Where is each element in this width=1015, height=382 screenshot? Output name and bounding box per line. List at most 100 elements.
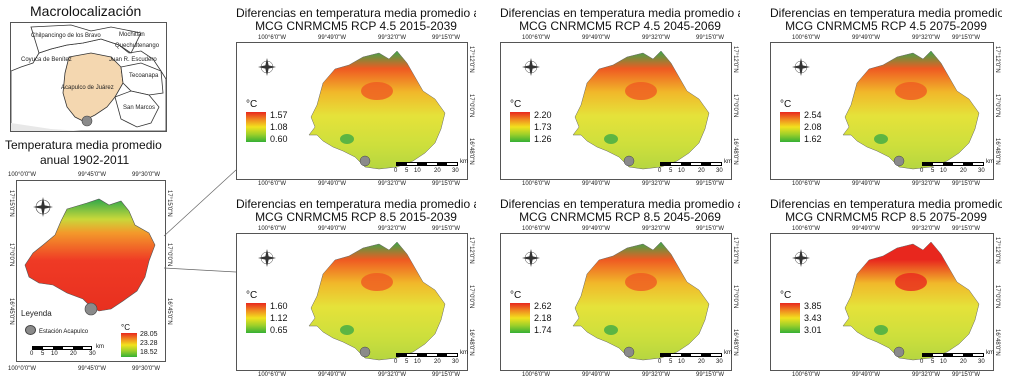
panel-title-1: Diferencias en temperatura media promedi… (770, 197, 1002, 211)
hist-scale-bar (32, 346, 92, 350)
scale-label: 5 (669, 359, 673, 365)
legend-value: 1.12 (270, 313, 288, 323)
hist-top-tick: 100°0'0"W (8, 172, 37, 178)
legend-value: 1.73 (534, 122, 552, 132)
scale-label: 20 (434, 359, 441, 365)
legend-value: 18.52 (140, 349, 158, 356)
scale-label: 20 (698, 168, 705, 174)
scale-label: 30 (452, 359, 459, 365)
legend-unit: °C (121, 323, 130, 332)
panel-map (500, 233, 732, 371)
scale-unit: km (986, 159, 994, 165)
panel-top-tick: 99°49'0"W (318, 226, 347, 232)
legend-value: 3.43 (804, 313, 822, 323)
panel-bottom-tick: 100°6'0"W (258, 181, 287, 187)
macro-label: Coyuca de Benítez (21, 57, 72, 63)
legend-ramp (121, 333, 137, 357)
projection-panel: Diferencias en temperatura media promedi… (770, 197, 1002, 382)
panel-right-tick: 17°12'0"N (994, 237, 1000, 264)
legend-ramp (780, 303, 800, 333)
panel-right-tick: 17°0'0"N (468, 285, 474, 309)
legend-ramp (246, 303, 266, 333)
scale-bar (922, 162, 984, 166)
panel-right-tick: 17°12'0"N (994, 46, 1000, 73)
panel-bottom-tick: 99°32'0"W (378, 181, 407, 187)
scale-label: 5 (669, 168, 673, 174)
legend-value: 0.60 (270, 134, 288, 144)
panel-bottom-tick: 100°6'0"W (522, 181, 551, 187)
panel-right-tick: 16°48'0"N (732, 138, 738, 165)
panel-bottom-tick: 99°15'0"W (432, 372, 461, 378)
panel-title-2: MCG CNRMCM5 RCP 8.5 2045-2069 (519, 210, 721, 224)
panel-title-2: MCG CNRMCM5 RCP 4.5 2015-2039 (255, 19, 457, 33)
panel-bottom-tick: 100°6'0"W (792, 372, 821, 378)
scale-bar (396, 162, 458, 166)
panel-bottom-tick: 100°6'0"W (258, 372, 287, 378)
scale-unit: km (724, 159, 732, 165)
historic-title-2: anual 1902-2011 (40, 153, 130, 167)
panel-map-svg (258, 50, 446, 170)
macro-map: Chilpancingo de los Bravo Mochitlán Quec… (10, 22, 167, 132)
scale-label: 0 (658, 168, 662, 174)
panel-bottom-tick: 99°32'0"W (642, 181, 671, 187)
projection-panel: Diferencias en temperatura media promedi… (770, 6, 1002, 191)
panel-map (236, 233, 468, 371)
scale-label: 0 (920, 359, 924, 365)
panel-title-2: MCG CNRMCM5 RCP 8.5 2015-2039 (255, 210, 457, 224)
historic-map-svg (24, 197, 156, 316)
panel-right-tick: 17°0'0"N (732, 94, 738, 118)
scale-label: 10 (678, 168, 685, 174)
panel-right-tick: 16°48'0"N (994, 329, 1000, 356)
panel-top-tick: 99°49'0"W (852, 226, 881, 232)
panel-bottom-tick: 99°15'0"W (696, 372, 725, 378)
panel-right-tick: 17°0'0"N (994, 285, 1000, 309)
historic-map: Leyenda Estación Acapulco °C 28.05 23.28… (16, 180, 166, 362)
scale-label: 5 (405, 359, 409, 365)
panel-title-1: Diferencias en temperatura media promedi… (500, 6, 740, 20)
macro-label: San Marcos (123, 105, 156, 111)
projection-panel: Diferencias en temperatura media promedi… (236, 197, 476, 382)
panel-bottom-tick: 99°32'0"W (912, 181, 941, 187)
scale-label: 30 (716, 359, 723, 365)
panel-top-tick: 99°32'0"W (642, 35, 671, 41)
hist-scale-label: 0 (30, 351, 34, 357)
panel-title-1: Diferencias en temperatura media promedi… (236, 6, 476, 20)
scale-label: 10 (940, 359, 947, 365)
hist-scale-label: 5 (41, 351, 45, 357)
panel-right-tick: 17°0'0"N (994, 94, 1000, 118)
legend-value: 1.08 (270, 122, 288, 132)
panel-bottom-tick: 99°49'0"W (582, 372, 611, 378)
panel-top-tick: 99°15'0"W (696, 226, 725, 232)
legend-value: 2.08 (804, 122, 822, 132)
legend-ramp (780, 112, 800, 142)
legend-title: Leyenda (21, 309, 52, 318)
legend-ramp (246, 112, 266, 142)
panel-bottom-tick: 99°49'0"W (582, 181, 611, 187)
panel-right-tick: 16°48'0"N (468, 329, 474, 356)
panel-top-tick: 99°32'0"W (912, 226, 941, 232)
legend-unit: °C (246, 99, 258, 110)
legend-value: 1.74 (534, 325, 552, 335)
legend-value: 3.01 (804, 325, 822, 335)
scale-label: 10 (414, 168, 421, 174)
panel-top-tick: 99°15'0"W (432, 35, 461, 41)
scale-label: 30 (978, 359, 985, 365)
scale-unit: km (986, 350, 994, 356)
panel-top-tick: 99°15'0"W (952, 226, 981, 232)
panel-bottom-tick: 99°49'0"W (318, 372, 347, 378)
panel-top-tick: 99°32'0"W (378, 226, 407, 232)
panel-bottom-tick: 99°32'0"W (912, 372, 941, 378)
panel-title-1: Diferencias en temperatura media promedi… (770, 6, 1002, 20)
scale-label: 5 (405, 168, 409, 174)
panel-map (500, 42, 732, 180)
panel-top-tick: 99°49'0"W (582, 226, 611, 232)
panel-map (770, 233, 994, 371)
historic-title-1: Temperatura media promedio (5, 138, 162, 152)
macro-label: Tecoanapa (129, 73, 159, 79)
panel-bottom-tick: 99°15'0"W (696, 181, 725, 187)
scale-label: 30 (452, 168, 459, 174)
scale-unit: km (724, 350, 732, 356)
panel-top-tick: 100°6'0"W (792, 226, 821, 232)
panel-bottom-tick: 99°32'0"W (642, 372, 671, 378)
scale-bar (660, 353, 722, 357)
